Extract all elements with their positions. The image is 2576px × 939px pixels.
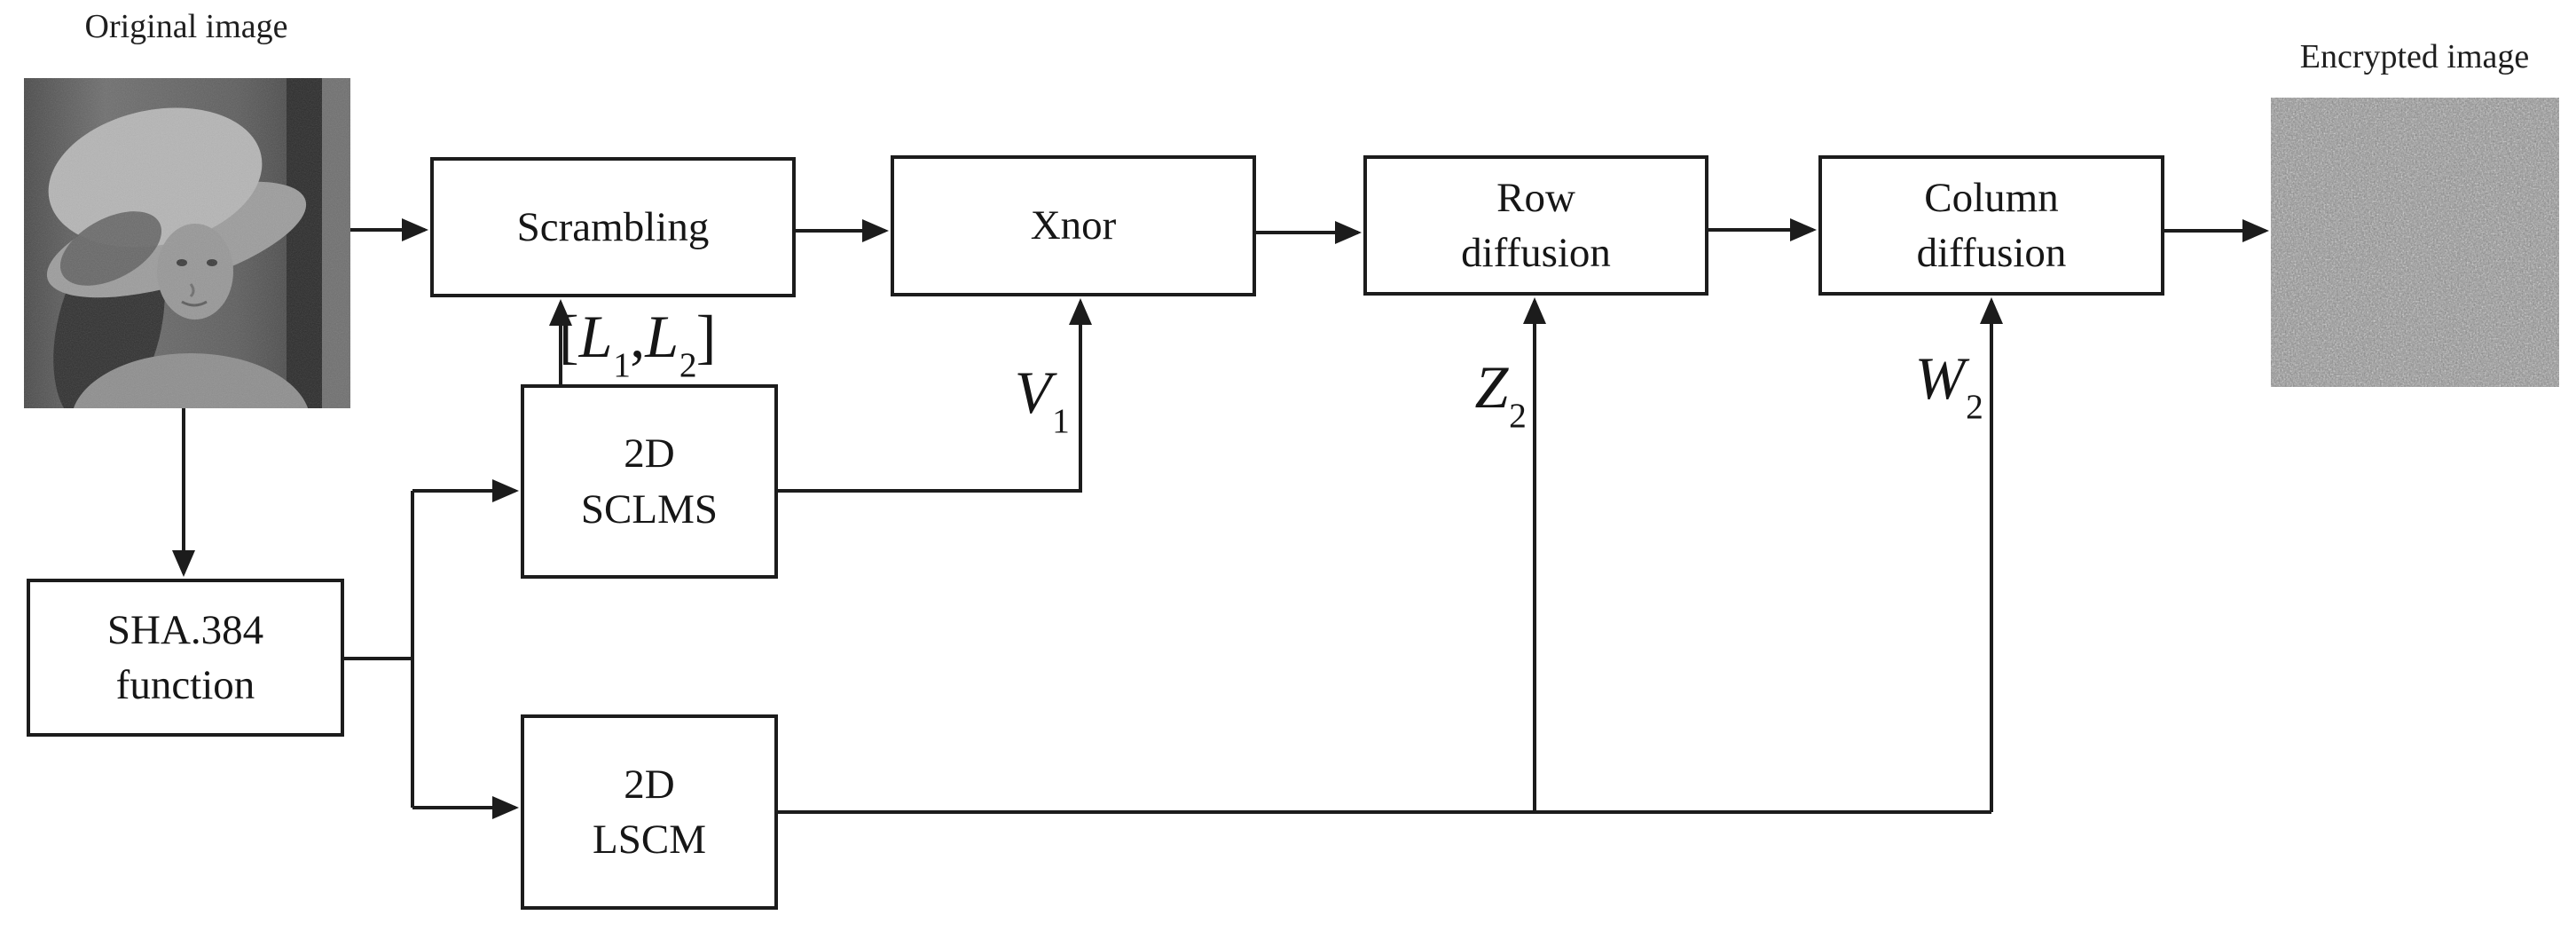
- encrypted-image: [2271, 98, 2559, 387]
- column-diffusion-label-line1: Column: [1924, 174, 2059, 221]
- v1-sub: 1: [1052, 400, 1070, 440]
- row-diffusion-label-line1: Row: [1496, 174, 1575, 221]
- original-image-art: [24, 78, 350, 492]
- w2-sub: 2: [1966, 386, 1983, 426]
- 2d-lscm-box: 2D LSCM: [521, 714, 778, 910]
- w2-base: W: [1914, 344, 1966, 412]
- sha384-label-line1: SHA.384: [106, 606, 264, 653]
- row-diffusion-box: Row diffusion: [1363, 155, 1708, 296]
- original-image: [24, 78, 350, 492]
- v1-base: V: [1014, 359, 1052, 426]
- sha384-function-box: SHA.384 function: [27, 579, 344, 737]
- z2-base: Z: [1474, 353, 1509, 421]
- column-diffusion-label-line2: diffusion: [1916, 230, 2067, 276]
- 2d-sclms-box: 2D SCLMS: [521, 384, 778, 579]
- v1-signal-label: V1: [905, 362, 1070, 438]
- scrambling-label: Scrambling: [516, 203, 710, 250]
- xnor-label: Xnor: [1030, 202, 1117, 249]
- keys-l1-l2-label: [L1,L2]: [559, 303, 717, 382]
- keys-sub1: 1: [613, 344, 631, 384]
- sclms-label-line1: 2D: [624, 430, 675, 477]
- keys-base2: L: [645, 303, 679, 370]
- row-diffusion-label-line2: diffusion: [1461, 230, 1611, 276]
- encrypted-image-caption: Encrypted image: [2299, 38, 2530, 75]
- sha384-label-line2: function: [115, 662, 255, 708]
- encrypted-image-art: [2271, 98, 2559, 387]
- w2-signal-label: W2: [1823, 348, 1983, 423]
- column-diffusion-box: Column diffusion: [1818, 155, 2164, 296]
- lscm-label-line1: 2D: [624, 761, 675, 808]
- z2-sub: 2: [1509, 395, 1527, 435]
- z2-signal-label: Z2: [1366, 357, 1526, 432]
- original-image-caption: Original image: [84, 8, 288, 45]
- arrow-sclms-v1-to-xnor: [778, 298, 1092, 493]
- xnor-box: Xnor: [891, 155, 1256, 296]
- keys-comma: ,: [630, 303, 646, 370]
- keys-close-bracket: ]: [695, 303, 717, 370]
- sclms-label-line2: SCLMS: [580, 485, 719, 533]
- lscm-label-line2: LSCM: [593, 817, 706, 863]
- keys-base1: L: [578, 303, 613, 370]
- scrambling-box: Scrambling: [430, 157, 796, 297]
- keys-sub2: 2: [679, 344, 697, 384]
